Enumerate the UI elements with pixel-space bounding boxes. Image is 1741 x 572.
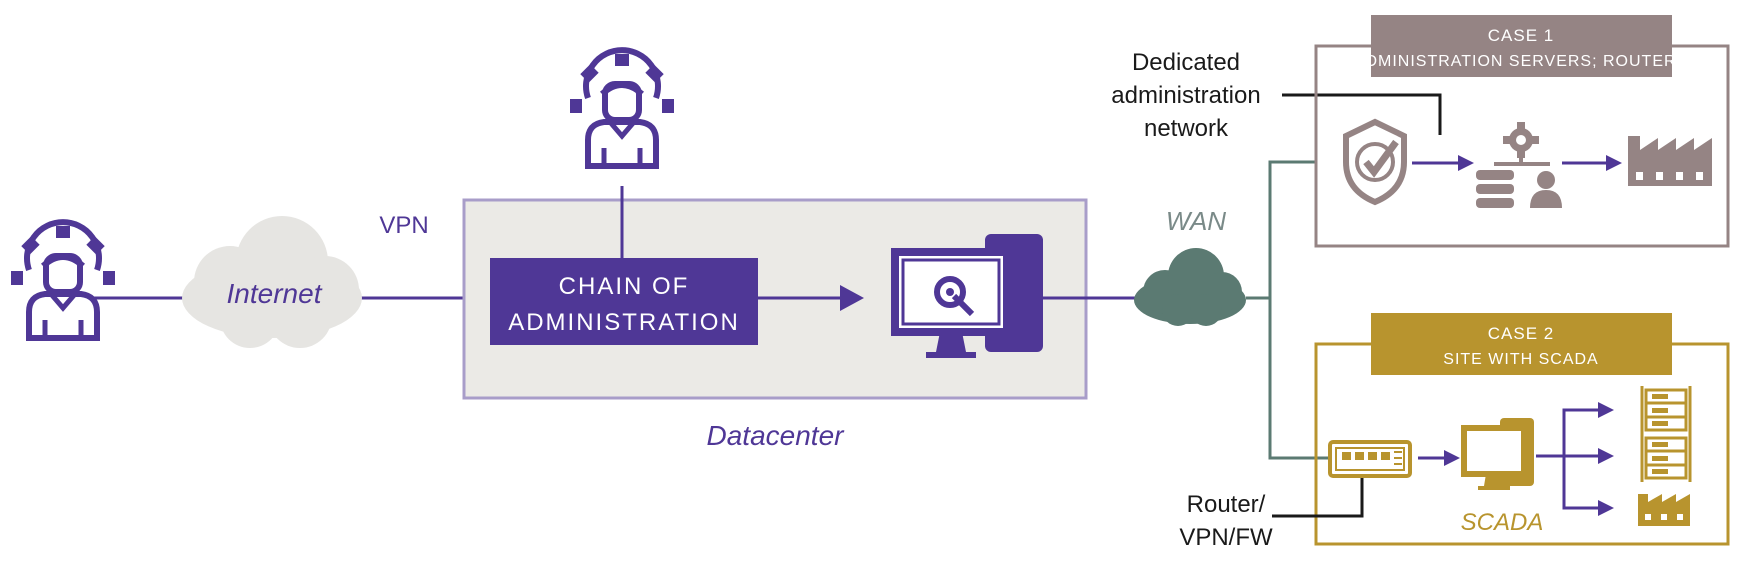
servers-to-factory-arrow <box>1606 155 1622 171</box>
router-line-2: VPN/FW <box>1179 524 1273 551</box>
scada-computer-icon <box>1461 418 1534 490</box>
datacenter-label: Datacenter <box>707 420 846 451</box>
router-pointer <box>1272 478 1364 518</box>
case2-line-2: SITE WITH SCADA <box>1443 351 1598 368</box>
shield-check-icon <box>1343 118 1407 206</box>
case1-header <box>1371 15 1672 77</box>
dedicated-line-2: administration <box>1111 82 1260 109</box>
admin-workstation-icon <box>891 234 1043 358</box>
scada-branch-lines <box>1536 408 1600 510</box>
wan-branch-lines <box>1246 160 1330 460</box>
wan-cloud-icon <box>1134 248 1246 326</box>
chain-of-administration-box <box>490 258 758 345</box>
factory-icon <box>1628 136 1712 186</box>
server-rack-icon-1 <box>1640 384 1692 436</box>
case2-header <box>1371 313 1672 375</box>
dedicated-network-pointer <box>1282 93 1442 135</box>
internet-cloud-icon <box>182 216 362 348</box>
router-to-scada-arrow <box>1444 450 1460 466</box>
datacenter-admin-icon <box>570 50 674 166</box>
server-rack-icon-2 <box>1640 432 1692 484</box>
scada-arrow-2 <box>1598 448 1614 464</box>
case2-line-1: CASE 2 <box>1488 324 1554 343</box>
scada-arrow-1 <box>1598 402 1614 418</box>
wan-label: WAN <box>1166 206 1226 236</box>
scada-factory-icon <box>1638 494 1690 526</box>
internet-label: Internet <box>227 278 323 309</box>
remote-admin-icon <box>11 222 115 338</box>
chain-line-2: ADMINISTRATION <box>508 309 740 336</box>
scada-label: SCADA <box>1461 509 1544 536</box>
chain-line-1: CHAIN OF <box>559 273 690 300</box>
chain-to-workstation-arrow <box>840 285 864 311</box>
scada-arrow-3 <box>1598 500 1614 516</box>
case1-line-1: CASE 1 <box>1488 26 1554 45</box>
router-switch-icon <box>1328 440 1412 478</box>
dedicated-line-1: Dedicated <box>1132 49 1240 76</box>
dedicated-line-3: network <box>1144 115 1229 142</box>
vpn-label: VPN <box>379 212 428 239</box>
shield-to-servers-arrow <box>1458 155 1474 171</box>
case1-line-2: ADMINISTRATION SERVERS; ROUTERS <box>1354 53 1688 70</box>
admin-servers-icon <box>1476 122 1562 208</box>
router-line-1: Router/ <box>1187 491 1266 518</box>
